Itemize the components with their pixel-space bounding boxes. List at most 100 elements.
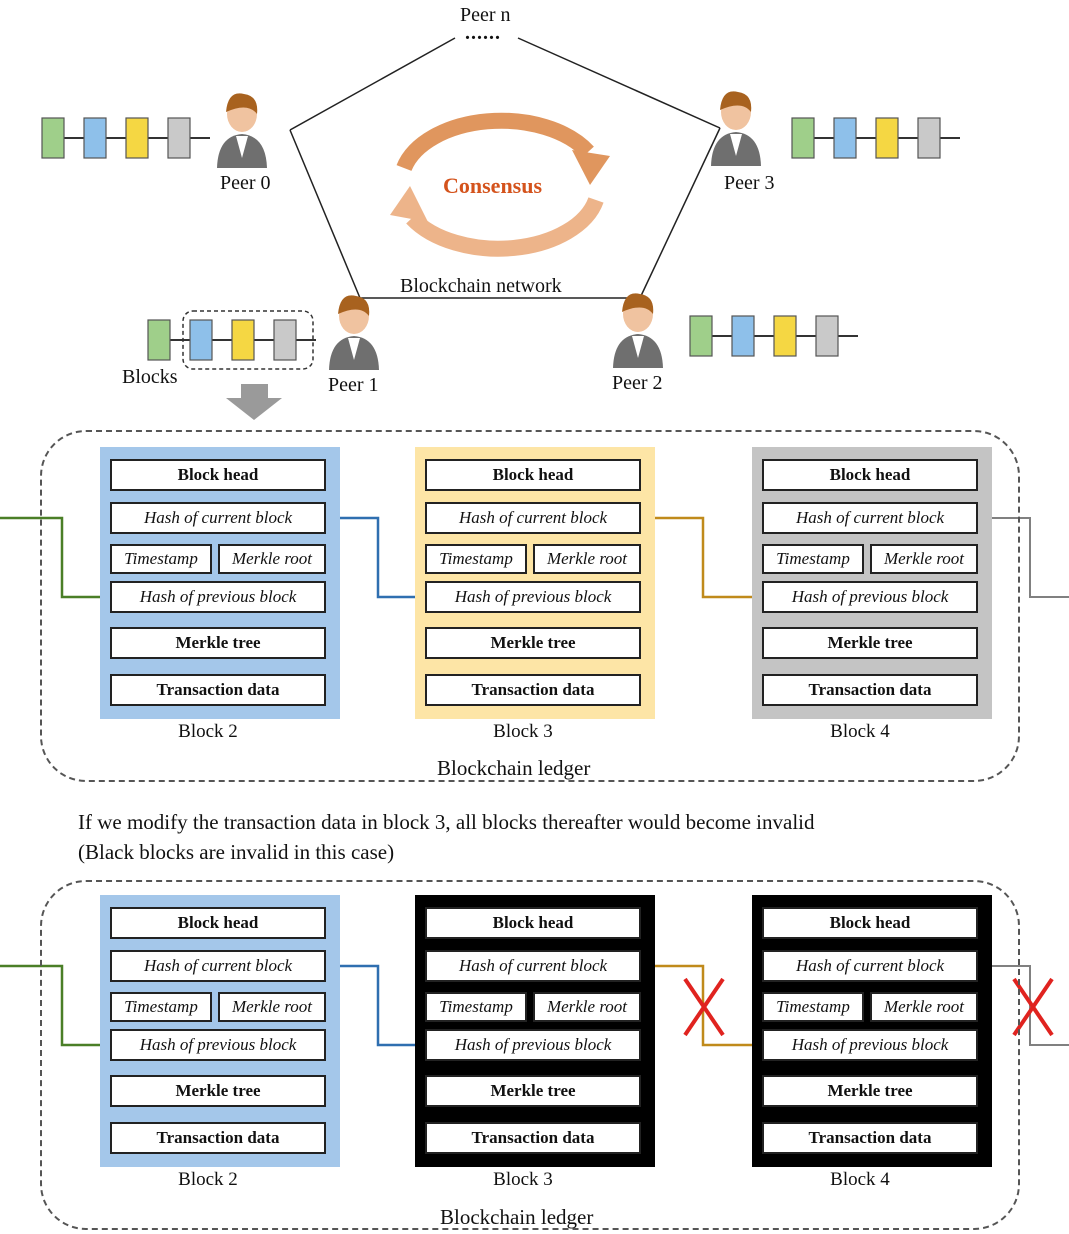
field-timestamp: Timestamp: [110, 544, 212, 574]
field-merkle-root: Merkle root: [533, 544, 641, 574]
field-merkle-tree: Merkle tree: [110, 1075, 326, 1107]
blocks-label: Blocks: [122, 366, 178, 388]
field-hash-current: Hash of current block: [110, 950, 326, 982]
field-merkle-root: Merkle root: [218, 992, 326, 1022]
field-merkle-tree: Merkle tree: [425, 627, 641, 659]
field-merkle-root: Merkle root: [533, 992, 641, 1022]
peer-1-label: Peer 1: [328, 374, 379, 396]
mini-chain: [791, 117, 960, 159]
hash-link: [978, 517, 1069, 598]
mini-block-icon: [167, 117, 191, 159]
peer-2-label: Peer 2: [612, 372, 663, 394]
network-edge: [639, 127, 721, 299]
hash-link: [326, 516, 425, 599]
note-line-2: (Black blocks are invalid in this case): [78, 840, 395, 864]
field-hash-current: Hash of current block: [762, 502, 978, 534]
mini-block-icon: [689, 315, 713, 357]
block-label: Block 4: [830, 1169, 890, 1190]
field-timestamp: Timestamp: [425, 544, 527, 574]
block-label: Block 3: [493, 1169, 553, 1190]
consensus-arrows-icon: [390, 112, 610, 257]
mini-block-icon: [231, 319, 255, 361]
block-label: Block 4: [830, 721, 890, 742]
mini-block-icon: [83, 117, 107, 159]
field-merkle-root: Merkle root: [870, 544, 978, 574]
mini-block-icon: [189, 319, 213, 361]
ledger-bottom-label: Blockchain ledger: [440, 1205, 594, 1229]
invalid-cross-icon: [683, 977, 725, 1037]
field-transaction-data: Transaction data: [110, 1122, 326, 1154]
mini-block-icon: [773, 315, 797, 357]
field-block-head: Block head: [762, 907, 978, 939]
field-hash-previous: Hash of previous block: [110, 1029, 326, 1061]
field-merkle-tree: Merkle tree: [110, 627, 326, 659]
note-line-1: If we modify the transaction data in blo…: [78, 810, 815, 834]
field-hash-previous: Hash of previous block: [425, 581, 641, 613]
field-merkle-root: Merkle root: [870, 992, 978, 1022]
network-edge: [289, 37, 456, 131]
ledger-bottom: [40, 880, 1020, 1230]
field-hash-previous: Hash of previous block: [110, 581, 326, 613]
field-hash-current: Hash of current block: [425, 502, 641, 534]
field-timestamp: Timestamp: [425, 992, 527, 1022]
block-label: Block 3: [493, 721, 553, 742]
mini-block-icon: [833, 117, 857, 159]
network-label: Blockchain network: [400, 275, 562, 297]
field-timestamp: Timestamp: [762, 544, 864, 574]
mini-block-icon: [917, 117, 941, 159]
field-timestamp: Timestamp: [110, 992, 212, 1022]
mini-block-icon: [41, 117, 65, 159]
person-icon: [217, 93, 267, 168]
peer-n-label: Peer n: [460, 4, 511, 26]
network-edge: [517, 37, 721, 129]
field-hash-current: Hash of current block: [110, 502, 326, 534]
network-edge: [289, 129, 361, 299]
field-transaction-data: Transaction data: [425, 1122, 641, 1154]
field-transaction-data: Transaction data: [110, 674, 326, 706]
field-merkle-tree: Merkle tree: [425, 1075, 641, 1107]
hash-link: [0, 516, 110, 599]
field-transaction-data: Transaction data: [425, 674, 641, 706]
person-icon: [711, 91, 761, 166]
peer-0-label: Peer 0: [220, 172, 271, 194]
block-label: Block 2: [178, 721, 238, 742]
field-block-head: Block head: [110, 459, 326, 491]
mini-block-icon: [125, 117, 149, 159]
down-arrow-icon: [226, 384, 282, 420]
hash-link: [0, 964, 110, 1047]
field-merkle-root: Merkle root: [218, 544, 326, 574]
field-hash-previous: Hash of previous block: [762, 1029, 978, 1061]
field-block-head: Block head: [110, 907, 326, 939]
ledger-top: [40, 430, 1020, 782]
field-hash-previous: Hash of previous block: [762, 581, 978, 613]
field-timestamp: Timestamp: [762, 992, 864, 1022]
invalid-cross-icon: [1012, 977, 1054, 1037]
field-transaction-data: Transaction data: [762, 674, 978, 706]
block-label: Block 2: [178, 1169, 238, 1190]
mini-chain: [147, 319, 316, 361]
field-transaction-data: Transaction data: [762, 1122, 978, 1154]
hash-link: [641, 516, 762, 599]
field-block-head: Block head: [425, 907, 641, 939]
field-merkle-tree: Merkle tree: [762, 627, 978, 659]
ledger-top-label: Blockchain ledger: [437, 756, 591, 780]
field-hash-current: Hash of current block: [425, 950, 641, 982]
mini-chain: [689, 315, 858, 357]
peer-3-label: Peer 3: [724, 172, 775, 194]
mini-block-icon: [147, 319, 171, 361]
field-block-head: Block head: [762, 459, 978, 491]
field-hash-current: Hash of current block: [762, 950, 978, 982]
mini-block-icon: [875, 117, 899, 159]
person-icon: [329, 295, 379, 370]
peer-n-dots: ......: [465, 22, 501, 44]
mini-block-icon: [815, 315, 839, 357]
hash-link: [326, 964, 425, 1047]
